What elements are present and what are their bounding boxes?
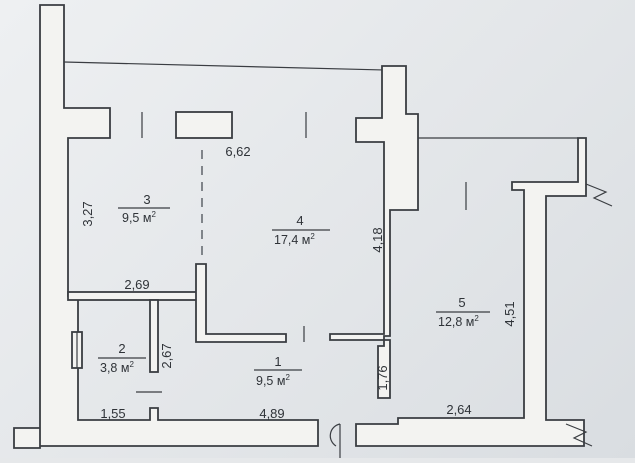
dimension-4-51: 4,51 (502, 301, 517, 326)
top-center-wall-segment (175, 111, 233, 139)
bottom-right-wall (355, 137, 587, 447)
room-5-number: 5 (458, 295, 465, 310)
room-4-number: 4 (296, 213, 303, 228)
break-mark-top-right (585, 183, 613, 207)
left-outer-wall (13, 4, 319, 449)
dimension-2-64: 2,64 (446, 402, 471, 417)
dimension-6-62: 6,62 (225, 144, 250, 159)
dimension-1-76: 1,76 (375, 365, 390, 390)
dimension-3-27: 3,27 (80, 201, 95, 226)
partition-room4-room1 (195, 263, 287, 343)
dimension-2-67: 2,67 (159, 343, 174, 368)
room-1-area: 9,5 м2 (256, 373, 290, 388)
room-3-area: 9,5 м2 (122, 210, 156, 225)
partition-room3-room2 (67, 291, 201, 301)
room-1-number: 1 (274, 354, 281, 369)
room-2-number: 2 (118, 341, 125, 356)
central-column-wall (329, 65, 419, 341)
dimension-4-18: 4,18 (370, 227, 385, 252)
partition-room2-room1 (149, 299, 159, 373)
dimension-1-55: 1,55 (100, 406, 125, 421)
room-3-number: 3 (143, 192, 150, 207)
dimension-4-89: 4,89 (259, 406, 284, 421)
room-2-area: 3,8 м2 (100, 360, 134, 375)
dimension-2-69: 2,69 (124, 277, 149, 292)
break-mark-bottom-right (565, 423, 593, 447)
room-5-area: 12,8 м2 (438, 314, 479, 329)
room1-lower-wall (377, 339, 391, 399)
top-reference-line (63, 61, 385, 71)
entrance-door-arc (329, 423, 341, 447)
room-4-area: 17,4 м2 (274, 232, 315, 247)
